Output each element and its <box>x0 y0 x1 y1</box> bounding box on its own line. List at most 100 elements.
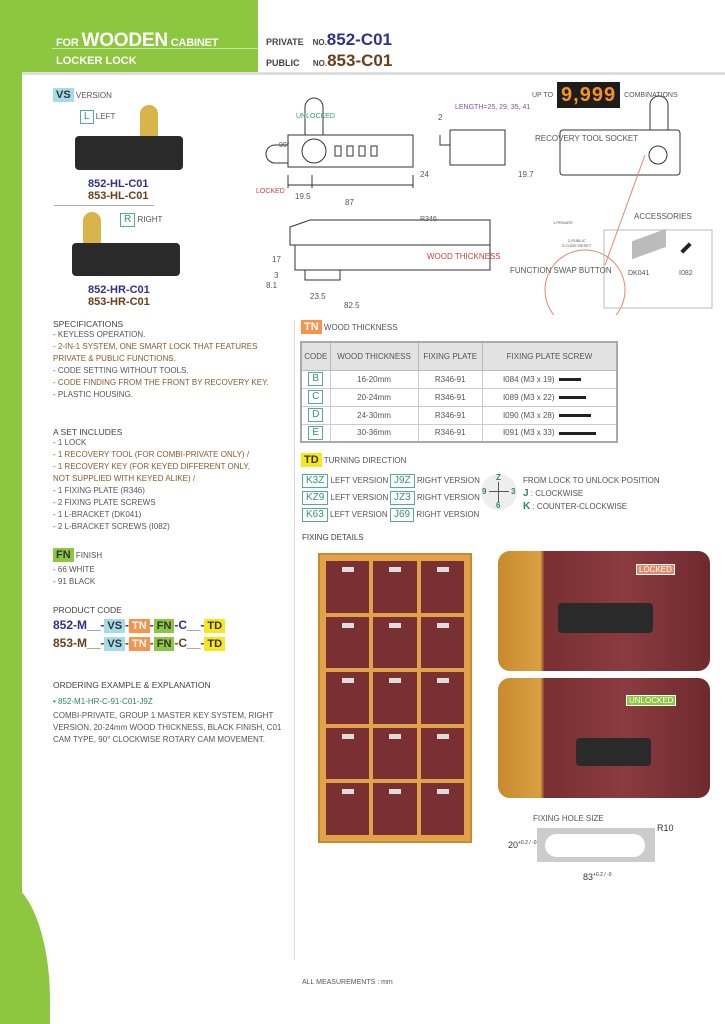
accessory-dk041: DK041 <box>628 270 650 277</box>
lock-left-image <box>75 136 183 170</box>
table-cell: D <box>300 405 331 425</box>
dim-8-1: 8.1 <box>266 281 278 290</box>
locker-door <box>326 727 370 780</box>
code-box: C <box>308 390 324 404</box>
recovery-socket-label: RECOVERY TOOL SOCKET <box>535 134 639 143</box>
code-segment: 852-M__- <box>53 618 105 632</box>
product-code-row: 853-M__-VS-TN-FN-C__-TD <box>53 636 226 651</box>
dim-17: 17 <box>272 255 281 264</box>
code-segment: - <box>149 636 154 650</box>
table-cell: 16-20mm <box>329 369 419 389</box>
turning-legend: FROM LOCK TO UNLOCK POSITION J : CLOCKWI… <box>523 476 660 512</box>
set-includes: A SET INCLUDES - 1 LOCK - 1 RECOVERY TOOL… <box>53 427 250 533</box>
r10-label: R10 <box>657 823 674 833</box>
code-segment: - <box>125 618 130 632</box>
private-code: PRIVATE NO.852-C01 <box>266 30 393 49</box>
header-divider <box>22 72 725 75</box>
left-strip-curve <box>0 880 50 1024</box>
wood-thickness-label: WOOD THICKNESS <box>427 252 501 261</box>
table-cell: C <box>300 387 331 407</box>
lock-right-image <box>72 243 180 276</box>
code-box: D <box>308 408 324 422</box>
left-strip <box>0 72 22 1024</box>
locker-door <box>373 616 417 669</box>
turning-item: K3Z LEFT VERSION <box>302 474 388 488</box>
turning-label: LEFT VERSION <box>330 476 389 485</box>
bottom-view <box>289 219 491 246</box>
table-cell: I090 (M3 x 28) <box>481 405 618 425</box>
table-cell: I091 (M3 x 33) <box>481 423 618 443</box>
length-label: LENGTH=25, 29, 35, 41 <box>455 104 531 111</box>
cell-text: 20-24mm <box>357 392 391 402</box>
combinations-badge: UP TO 9,999 COMBINATIONS <box>532 82 678 108</box>
swap-reset: 3.CODE RESET <box>562 243 592 248</box>
dim-87: 87 <box>345 198 354 207</box>
code-segment: TD <box>204 619 226 633</box>
list-item: - 1 FIXING PLATE (R346) <box>53 486 145 495</box>
table-cell: B <box>300 369 331 389</box>
code-box: B <box>308 372 324 386</box>
turning-item: KZ9 LEFT VERSION <box>302 491 388 505</box>
set-includes-title: A SET INCLUDES <box>53 427 123 437</box>
table-cell: I084 (M3 x 19) <box>481 369 618 389</box>
screw-icon <box>558 431 596 435</box>
code-segment: FN <box>153 619 175 633</box>
cam-icon <box>83 212 101 252</box>
fixing-hole-diagram <box>537 828 655 862</box>
locker-door <box>373 672 417 724</box>
column-header: FIXING PLATE SCREW <box>481 341 618 371</box>
locker-door <box>420 672 464 724</box>
table-cell: R346-91 <box>417 369 483 389</box>
table-cell: R346-91 <box>417 405 483 425</box>
locker-door <box>326 783 370 835</box>
turning-code: JZ3 <box>390 491 415 505</box>
dim-82-5: 82.5 <box>344 301 360 310</box>
cell-text: 24-30mm <box>357 410 391 420</box>
turning-item: K63 LEFT VERSION <box>302 508 388 522</box>
version-heading: VS VERSION <box>53 88 112 102</box>
specifications: SPECIFICATIONS - KEYLESS OPERATION.- 2-I… <box>53 319 269 401</box>
list-item: - 1 RECOVERY TOOL (FOR COMBI-PRIVATE ONL… <box>53 450 250 459</box>
hole-title: FIXING HOLE SIZE <box>533 814 604 823</box>
cell-text: 16-20mm <box>357 374 391 384</box>
front-view-body <box>287 134 414 168</box>
list-item: - 2-IN-1 SYSTEM, ONE SMART LOCK THAT FEA… <box>53 342 258 351</box>
fixing-title: FIXING DETAILS <box>302 533 364 542</box>
list-item: - 2 FIXING PLATE SCREWS <box>53 498 156 507</box>
code-box: E <box>308 425 324 440</box>
table-cell: E <box>300 423 331 443</box>
list-item: - 1 LOCK <box>53 438 87 447</box>
locker-door <box>373 561 417 613</box>
turning-label: LEFT VERSION <box>330 510 388 519</box>
right-version-label: R RIGHT <box>120 213 162 227</box>
list-item: - 2 L-BRACKET SCREWS (I082) <box>53 522 170 531</box>
ordering-example: ORDERING EXAMPLE & EXPLANATION • 852-M1-… <box>53 680 282 744</box>
dim-2: 2 <box>438 113 443 122</box>
table-row: B 16-20mm R346-91 I084 (M3 x 19) <box>300 369 618 389</box>
r346-label: R346 <box>420 216 437 223</box>
cam-locked <box>265 144 288 164</box>
table-cell: 20-24mm <box>329 387 419 407</box>
turning-code: K3Z <box>302 474 329 488</box>
technical-drawing <box>265 95 713 315</box>
code-segment: VS <box>104 619 126 633</box>
side-view <box>439 129 506 166</box>
cell-text: I084 (M3 x 19) <box>502 374 555 384</box>
list-item: - 1 L-BRACKET (DK041) <box>53 510 142 519</box>
swap-private: 1.PRIVATE <box>553 220 573 225</box>
locker-door <box>326 672 370 724</box>
accessories-title: ACCESSORIES <box>634 212 692 221</box>
turning-label: RIGHT VERSION <box>416 510 480 519</box>
unlocked-label: UNLOCKED <box>296 113 335 120</box>
code-segment: VS <box>104 637 126 651</box>
locker-door <box>373 783 417 835</box>
turning-label: LEFT VERSION <box>330 493 389 502</box>
screw-icon <box>558 413 591 417</box>
code-segment: 853-M__- <box>53 636 105 650</box>
code-segment: - <box>125 636 130 650</box>
locker-door <box>420 783 464 835</box>
turning-code: J9Z <box>390 474 415 488</box>
